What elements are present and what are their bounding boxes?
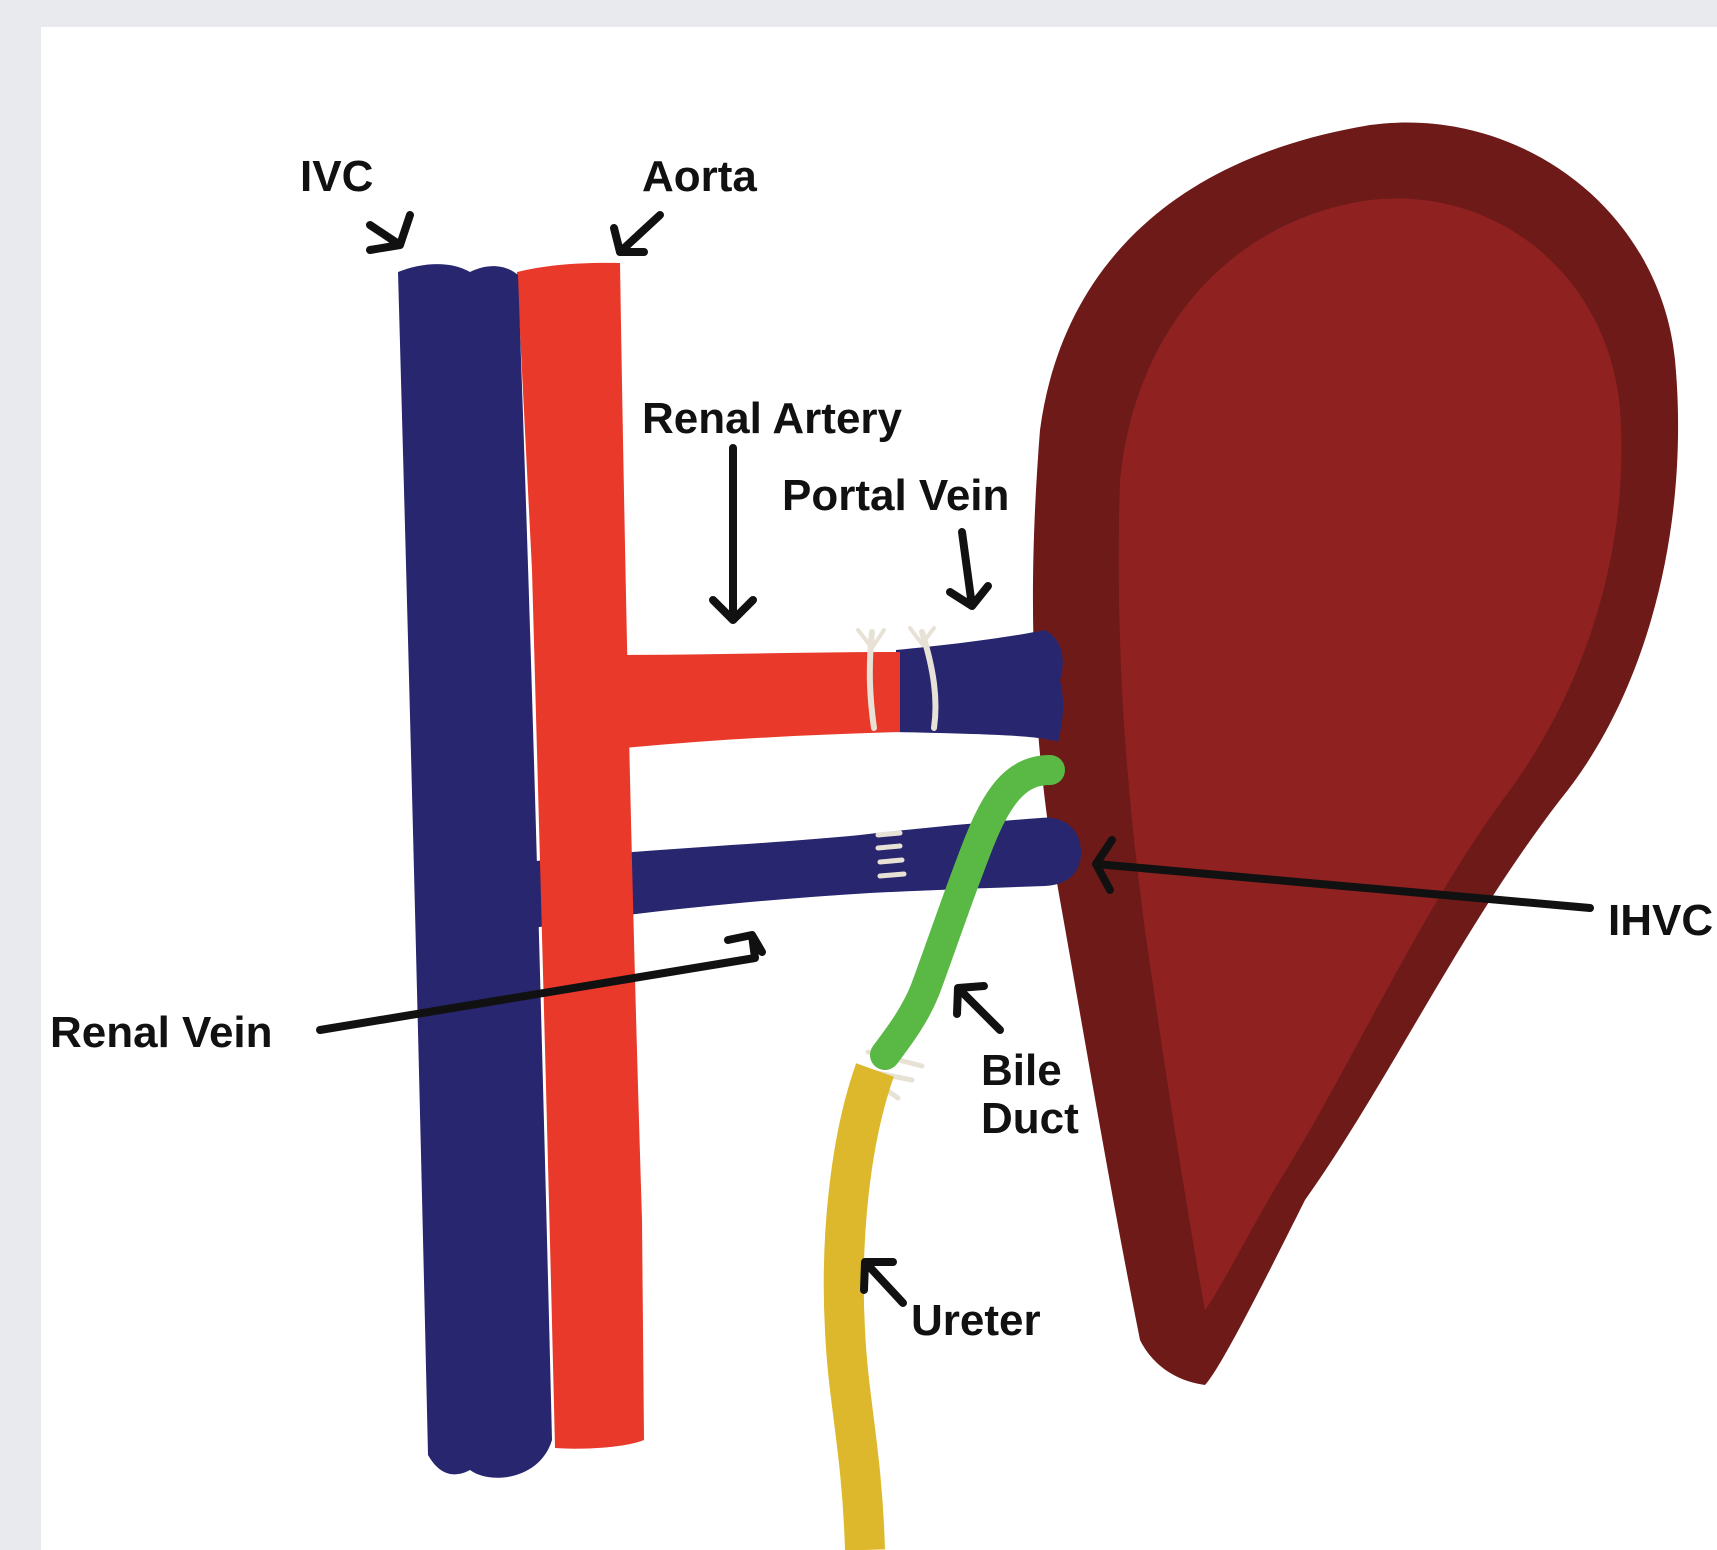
aorta-arrow bbox=[614, 215, 660, 252]
label-renal-vein: Renal Vein bbox=[50, 1009, 273, 1057]
liver bbox=[1033, 123, 1678, 1385]
ureter bbox=[844, 1070, 875, 1550]
label-renal-artery: Renal Artery bbox=[642, 395, 902, 443]
anatomy-diagram bbox=[41, 27, 1717, 1550]
bile-duct-arrow bbox=[957, 986, 1000, 1030]
portal-vein-arrow bbox=[950, 532, 988, 606]
label-bile-duct: Bile Duct bbox=[981, 1047, 1079, 1142]
label-bile-duct-line2: Duct bbox=[981, 1095, 1079, 1143]
label-ivc: IVC bbox=[300, 153, 373, 201]
ureter-arrow bbox=[864, 1262, 903, 1303]
label-ureter: Ureter bbox=[911, 1297, 1041, 1345]
label-bile-duct-line1: Bile bbox=[981, 1047, 1079, 1095]
renal-artery bbox=[605, 652, 900, 750]
label-portal-vein: Portal Vein bbox=[782, 472, 1009, 520]
bile-duct bbox=[885, 770, 1050, 1055]
diagram-panel: IVC Aorta Renal Artery Portal Vein Renal… bbox=[41, 27, 1717, 1550]
label-ihvc: IHVC bbox=[1608, 897, 1713, 945]
label-aorta: Aorta bbox=[642, 153, 757, 201]
renal-artery-arrow bbox=[713, 448, 753, 620]
portal-vein bbox=[895, 630, 1063, 742]
ivc-arrow bbox=[370, 215, 410, 250]
